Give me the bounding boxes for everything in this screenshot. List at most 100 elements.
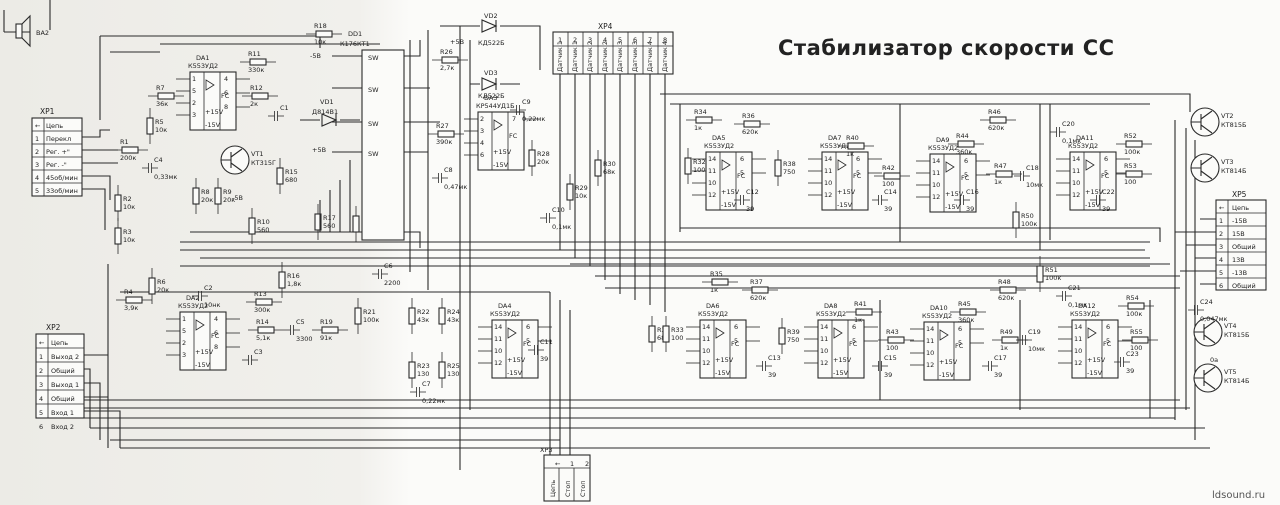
svg-text:-5В: -5В bbox=[310, 52, 321, 60]
xp2-pin-1: 1 bbox=[39, 353, 43, 361]
ic-type: К553УД2 bbox=[490, 310, 520, 318]
ic-supply: -15V bbox=[833, 369, 849, 377]
part-value: 390к bbox=[436, 138, 452, 146]
ic-supply: -15V bbox=[1085, 201, 1101, 209]
transistor-ref: VT1 bbox=[251, 150, 264, 158]
ic-fc-mark: FC bbox=[955, 342, 964, 350]
part-value: 39 bbox=[746, 205, 754, 213]
ic-type: К553УД2 bbox=[1070, 310, 1100, 318]
xp5-label-0: Цепь bbox=[1232, 204, 1249, 212]
part-value: 10мк bbox=[1026, 181, 1043, 189]
xp4-label-6: Датчик 4 bbox=[646, 41, 654, 72]
part-ref: R5 bbox=[155, 118, 164, 126]
xp5-pin-5: 5 bbox=[1219, 269, 1223, 277]
part-value: 100 bbox=[886, 344, 898, 352]
part-value: 39 bbox=[768, 371, 776, 379]
ic-pin: 5 bbox=[964, 171, 968, 179]
capacitor-c12: C12 39 bbox=[734, 188, 759, 213]
svg-text:-5В: -5В bbox=[232, 194, 243, 202]
part-ref: R24 bbox=[447, 308, 460, 316]
transistor-type: КТ814Б bbox=[1224, 377, 1249, 385]
ic-pin: 10 bbox=[824, 179, 832, 187]
xp2-pin-5: 5 bbox=[39, 409, 43, 417]
part-value: 43к bbox=[417, 316, 429, 324]
ic-fc-mark: FC bbox=[523, 340, 532, 348]
ic-pin: 14 bbox=[926, 325, 934, 333]
ic-pin: 8 bbox=[224, 103, 228, 111]
ic-fc-mark: FC bbox=[961, 174, 970, 182]
capacitor-c8: C80,47мк bbox=[432, 166, 467, 191]
xp4-label-0: Датчик 1 bbox=[556, 41, 564, 72]
ic-supply: +15V bbox=[507, 356, 526, 364]
part-value: 10к bbox=[123, 203, 135, 211]
ic-type: К553УД2 bbox=[178, 302, 208, 310]
ic-pin: 2 bbox=[182, 339, 186, 347]
xp3-pin-0: ← bbox=[555, 460, 561, 468]
xp1-label-3: Рег. -" bbox=[46, 161, 67, 169]
ic-ref: DA5 bbox=[712, 134, 725, 142]
ic-pin: 3 bbox=[192, 111, 196, 119]
ic-type: К553УД2 bbox=[704, 142, 734, 150]
ic-supply: +15V bbox=[1085, 188, 1104, 196]
xp4-label-2: Датчик 2 bbox=[586, 41, 594, 72]
part-ref: R8 bbox=[201, 188, 210, 196]
ic-pin: 14 bbox=[1074, 323, 1082, 331]
part-value: 620к bbox=[750, 294, 766, 302]
part-ref: C12 bbox=[746, 188, 759, 196]
ic-type: К553УД2 bbox=[816, 310, 846, 318]
part-ref: C17 bbox=[994, 354, 1007, 362]
ic-pin: 10 bbox=[926, 349, 934, 357]
part-ref: C5 bbox=[296, 318, 305, 326]
ic-fc-mark: FC bbox=[849, 340, 858, 348]
ic-fc-mark: FC bbox=[737, 172, 746, 180]
svg-text:VD2: VD2 bbox=[484, 12, 498, 20]
part-ref: R2 bbox=[123, 195, 132, 203]
part-value: 2к bbox=[250, 100, 258, 108]
part-value: 1,8к bbox=[287, 280, 301, 288]
ic-pin: 5 bbox=[1106, 337, 1110, 345]
part-value: 100к bbox=[1021, 220, 1037, 228]
ic-pin: 12 bbox=[932, 193, 940, 201]
xp1-pin-5: 5 bbox=[35, 187, 39, 195]
part-ref: R55 bbox=[1130, 328, 1143, 336]
bus-wiring bbox=[60, 26, 1210, 478]
part-ref: R18 bbox=[314, 22, 327, 30]
diode-vd3: VD3 КД522Б bbox=[470, 69, 520, 100]
ic-pin: 5 bbox=[852, 337, 856, 345]
ic-pin: 14 bbox=[702, 323, 710, 331]
transistor-type: КТ814Б bbox=[1221, 167, 1246, 175]
part-ref: R16 bbox=[287, 272, 300, 280]
xp1-pin-0: ← bbox=[35, 122, 41, 130]
ic-pin: 5 bbox=[182, 327, 186, 335]
ic-pin: 14 bbox=[824, 155, 832, 163]
dd1-pin-1: SW bbox=[368, 86, 379, 94]
ic-pin: 11 bbox=[926, 337, 934, 345]
ic-supply: +15V bbox=[715, 356, 734, 364]
part-ref: C22 bbox=[1102, 188, 1115, 196]
ic-type: КР544УД1Б bbox=[476, 102, 515, 110]
ic-pin: 6 bbox=[1106, 323, 1110, 331]
diode-vd1: VD1 Д814В1 bbox=[300, 98, 360, 127]
xp5-pin-3: 3 bbox=[1219, 243, 1223, 251]
xp4-pin-6: 7 bbox=[648, 36, 652, 44]
